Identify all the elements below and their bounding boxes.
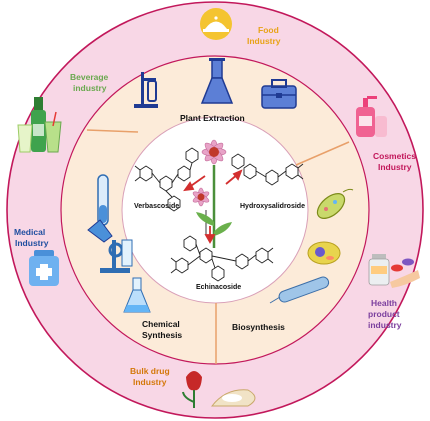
cell-icon — [307, 241, 341, 265]
health-industry-label-3: industry — [368, 320, 402, 330]
microscope-icon — [87, 219, 133, 273]
health-industry-label-2: product — [368, 309, 400, 319]
verbascoside-label: Verbascoside — [134, 203, 179, 210]
test-tube-icon — [97, 174, 109, 226]
plant-extraction-label: Plant Extraction — [180, 113, 245, 123]
bacteria-icon — [316, 188, 354, 219]
medical-industry-label-1: Medical — [14, 227, 45, 237]
chemical-structures-graphic — [134, 147, 304, 282]
rod-bacterium-icon — [269, 276, 330, 304]
medicine-jar-icon — [29, 250, 59, 286]
medical-industry-label-2: Industry — [15, 238, 49, 248]
lotion-bottle-icon — [356, 96, 387, 137]
divider-left — [86, 129, 139, 133]
beaker-icon — [123, 277, 151, 313]
extraction-apparatus-icon — [134, 72, 158, 108]
drink-bottles-icon — [17, 97, 62, 153]
bulk-drug-industry-label-2: Industry — [133, 377, 167, 387]
pathway-arrows — [183, 169, 243, 244]
beverage-industry-label-2: industry — [73, 83, 107, 93]
toolbox-icon — [261, 79, 297, 109]
supplement-bottle-icon — [368, 254, 420, 288]
food-industry-label-2: Industry — [247, 36, 281, 46]
flask-icon — [200, 58, 234, 104]
beverage-industry-label-1: Beverage — [70, 72, 109, 82]
cosmetics-industry-label-1: Cosmetics — [373, 151, 416, 161]
cosmetics-industry-label-2: Industry — [378, 162, 412, 172]
hydroxysalidroside-label: Hydroxysalidroside — [240, 203, 305, 210]
bulk-drug-industry-label-1: Bulk drug — [130, 366, 170, 376]
food-industry-label-1: Food — [258, 25, 279, 35]
biosynthesis-label: Biosynthesis — [232, 322, 285, 332]
echinacoside-label: Echinacoside — [196, 284, 241, 291]
chemical-synthesis-label-2: Synthesis — [142, 330, 182, 340]
chemical-synthesis-label-1: Chemical — [142, 319, 180, 329]
health-industry-label-1: Health — [371, 298, 397, 308]
divider-right — [295, 141, 350, 166]
flower-and-powder-icon — [182, 371, 256, 408]
food-cloche-icon — [200, 8, 232, 40]
